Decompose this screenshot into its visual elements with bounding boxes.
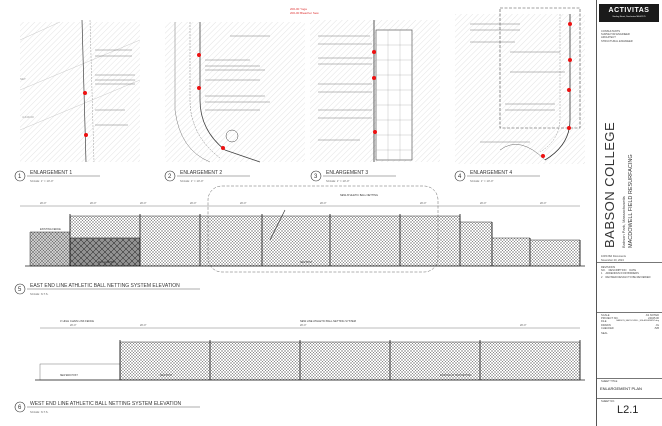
info-drawn-label: DRAWN — [601, 323, 611, 327]
rev-col-no: NO. — [601, 269, 606, 273]
header-note-2: 200-00 Bleacher Sew — [290, 11, 320, 15]
consultant-1: SURVEYOR ENGINEER — [601, 33, 630, 37]
drawing-area: 200-00 Yoga 200-00 Bleacher Sew SET 4,24… — [14, 7, 585, 414]
enlargement-1-scale: SCALE: 1" = 10'-0" — [30, 179, 54, 183]
revisions-label: REVISIONS — [601, 266, 616, 269]
elevation-5-number: 5 — [18, 287, 22, 293]
issue-date: November 20, 2024 — [601, 259, 624, 262]
svg-text:20'-0": 20'-0" — [70, 324, 76, 327]
consultant-2: ARCHITECT — [601, 36, 616, 40]
elevation-5-scale: SCALE: N.T.S. — [30, 292, 49, 296]
revisions-block: REVISIONS NO. DESCRIPTION DATE 1 ADDENDU… — [601, 266, 650, 279]
sheet-number: L2.1 — [617, 404, 639, 416]
info-scale-value: AS NOTED — [645, 314, 659, 317]
rev-col-date: DATE — [629, 269, 637, 273]
revision-row: 2 REVISED DESIGN TO BE REVIEWED — [601, 276, 650, 279]
enlargement-3-number: 3 — [314, 174, 318, 180]
svg-text:20'-0": 20'-0" — [240, 202, 246, 205]
enlargement-2-plan — [165, 22, 305, 163]
svg-text:4,249.00: 4,249.00 — [22, 115, 34, 119]
west-callout-chain-link: 4' HIGH CHAIN LINK FENCE — [60, 319, 94, 323]
rev-col-desc: DESCRIPTION — [608, 269, 627, 273]
svg-text:20'-0": 20'-0" — [540, 202, 546, 205]
enlargement-1-number: 1 — [18, 174, 22, 180]
consultants-label: CONSULTANTS — [601, 30, 620, 33]
sheet-title: ENLARGEMENT PLAN — [600, 386, 642, 391]
consultants-block: CONSULTANTS SURVEYOR ENGINEER ARCHITECT … — [601, 30, 633, 43]
issue-label: 100% Bid Documents — [601, 255, 626, 258]
west-elevation: 20'-0" 20'-0" 20'-0" 20'-0" 4' HIGH CHAIN … — [35, 319, 585, 381]
project-info: SCALE AS NOTED PROJECT NO. 24045.00 FILE BA… — [601, 314, 659, 335]
svg-text:SET: SET — [20, 77, 26, 81]
svg-text:20'-0": 20'-0" — [140, 324, 146, 327]
enlargement-4-scale: SCALE: 1" = 10'-0" — [470, 179, 494, 183]
east-elevation-title: 5 EAST END LINE ATHLETIC BALL NETTING SY… — [14, 283, 200, 296]
east-callout-new-end-post: NEW END POST — [98, 262, 116, 264]
east-callout-new-netting: NEW ATHLETIC BALL NETTING — [340, 193, 378, 197]
svg-text:20'-0": 20'-0" — [300, 324, 306, 327]
enlargement-4-title: ENLARGEMENT 4 — [470, 170, 512, 176]
svg-text:20'-0": 20'-0" — [420, 202, 426, 205]
info-checked-label: CHECKED — [601, 326, 614, 330]
revision-row: 1 ADDENDUM FOR BIDDERS — [601, 272, 650, 275]
enlargement-3-title: ENLARGEMENT 3 — [326, 170, 368, 176]
east-elevation: 20'-0" 20'-0" 20'-0" 20'-0" 20'-0" 20'-0" 2… — [20, 185, 585, 273]
firm-name: ACTIVITAS — [608, 7, 650, 14]
sheet-title-label: SHEET TITLE — [601, 380, 618, 383]
enlargement-3-plan — [310, 20, 440, 162]
elevation-6-number: 6 — [18, 405, 22, 411]
enlargement-4-number: 4 — [458, 174, 462, 180]
svg-text:20'-0": 20'-0" — [140, 202, 146, 205]
west-callout-new-post: NEW POST — [160, 375, 173, 377]
elevation-5-title: EAST END LINE ATHLETIC BALL NETTING SYST… — [30, 283, 180, 289]
seal-label: SEAL — [601, 332, 608, 336]
west-callout-new-line: NEW LINE ATHLETIC BALL NETTING SYSTEM — [300, 319, 356, 323]
consultant-3: STRUCTURAL ENGINEER — [601, 39, 633, 43]
info-file-value: BABSON_MACDOWELL_ENLARGEMENT.dwg — [616, 320, 659, 323]
svg-text:20'-0": 20'-0" — [90, 202, 96, 205]
info-file-label: FILE — [601, 320, 607, 324]
rev-1-desc: ADDENDUM FOR BIDDERS — [605, 272, 639, 276]
east-callout-existing-fence: EXISTING FENCE — [40, 228, 61, 231]
info-scale-label: SCALE — [601, 314, 610, 317]
firm-address: Sterling Street, Dorchester MA 02125 — [612, 16, 646, 18]
west-elevation-title: 6 WEST END LINE ATHLETIC BALL NETTING SY… — [14, 401, 200, 414]
client-location: Babson Park, Massachusetts — [621, 196, 626, 248]
svg-text:20'-0": 20'-0" — [320, 202, 326, 205]
rev-2-desc: REVISED DESIGN TO BE REVIEWED — [605, 275, 651, 279]
sheet-no-label: SHEET NO. — [601, 400, 615, 403]
title-block: ACTIVITAS Sterling Street, Dorchester MA… — [596, 0, 662, 426]
svg-text:20'-0": 20'-0" — [480, 202, 486, 205]
project-name: MACDOWELL FIELD RESURFACING — [628, 154, 634, 248]
svg-text:20'-0": 20'-0" — [190, 202, 196, 205]
info-checked-value: JVB — [654, 326, 659, 330]
enlargement-3-scale: SCALE: 1" = 10'-0" — [326, 179, 350, 183]
east-callout-new-post: NEW POST — [300, 262, 313, 264]
enlargement-4-plan — [455, 7, 585, 164]
rev-1-no: 1 — [601, 272, 603, 276]
west-callout-new-end-post: NEW END POST — [60, 375, 78, 377]
west-callout-existing-netting: EXISTING 20' HIGH NETTING — [440, 375, 472, 377]
enlargement-2-number: 2 — [168, 174, 172, 180]
svg-text:20'-0": 20'-0" — [520, 324, 526, 327]
enlargement-titles: 1 ENLARGEMENT 1 SCALE: 1" = 10'-0" 2 ENL… — [14, 170, 540, 183]
firm-logo: ACTIVITAS Sterling Street, Dorchester MA… — [599, 4, 659, 22]
rev-2-no: 2 — [601, 275, 603, 279]
elevation-6-title: WEST END LINE ATHLETIC BALL NETTING SYST… — [30, 401, 182, 407]
enlargement-2-scale: SCALE: 1" = 10'-0" — [180, 179, 204, 183]
info-drawn-value: JG — [655, 323, 659, 327]
enlargement-1-plan: SET 4,249.00 — [19, 19, 141, 163]
enlargement-2-title: ENLARGEMENT 2 — [180, 170, 222, 176]
info-project-label: PROJECT NO. — [601, 317, 619, 321]
elevation-6-scale: SCALE: N.T.S. — [30, 410, 49, 414]
info-project-value: 24045.00 — [648, 317, 659, 321]
enlargement-1-title: ENLARGEMENT 1 — [30, 170, 72, 176]
svg-text:20'-0": 20'-0" — [40, 202, 46, 205]
header-note-1: 200-00 Yoga — [290, 7, 307, 11]
client-name: BABSON COLLEGE — [602, 121, 617, 248]
